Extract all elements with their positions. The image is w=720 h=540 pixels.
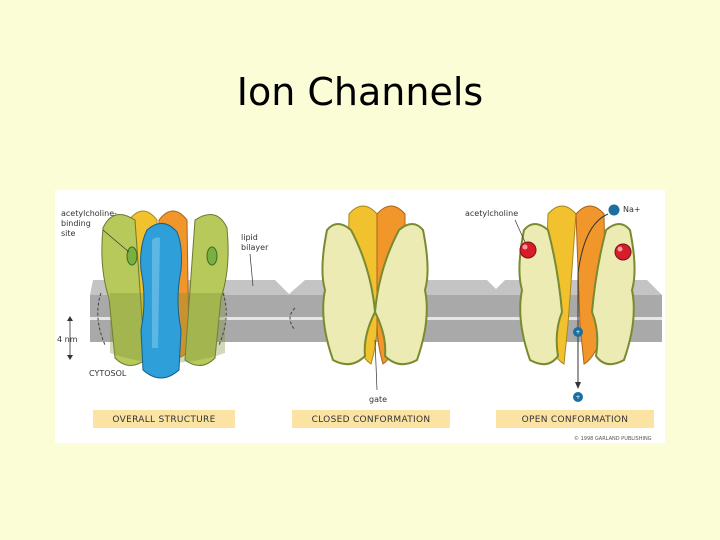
na-ion-bottom xyxy=(573,392,583,402)
label-binding-site-line2: binding xyxy=(61,219,91,228)
copyright-text: © 1998 GARLAND PUBLISHING xyxy=(574,435,652,442)
caption-overall-structure: OVERALL STRUCTURE xyxy=(112,415,215,425)
subunit-green-right xyxy=(184,214,229,366)
subunit-blue xyxy=(140,223,182,379)
ion-path-arrow xyxy=(577,213,609,386)
label-cytosol: CYTOSOL xyxy=(89,369,127,378)
panel-closed-conformation: gate CLOSED CONFORMATION xyxy=(288,205,502,428)
acetylcholine-left xyxy=(519,241,537,259)
binding-site-right xyxy=(206,246,218,266)
ion-channel-figure: acetylcholine- binding site lipid bilaye… xyxy=(55,190,665,443)
label-lipid-line2: bilayer xyxy=(241,243,269,252)
subunit-pale-right-closed xyxy=(373,223,429,366)
caption-closed-conformation: CLOSED CONFORMATION xyxy=(312,415,431,425)
panel-overall-structure: acetylcholine- binding site lipid bilaye… xyxy=(57,209,290,428)
label-binding-site-line3: site xyxy=(61,229,76,238)
na-ion-middle-sign: + xyxy=(575,329,580,336)
slide-title: Ion Channels xyxy=(236,70,484,114)
label-lipid-line1: lipid xyxy=(241,233,258,242)
label-gate: gate xyxy=(369,395,387,404)
na-ion-middle xyxy=(573,327,583,337)
label-acetylcholine: acetylcholine xyxy=(465,209,518,218)
label-4nm: 4 nm xyxy=(57,335,78,344)
na-ion-bottom-sign: + xyxy=(575,394,580,401)
subunit-pale-left-open xyxy=(518,223,564,366)
label-na-ion: Na+ xyxy=(623,205,641,214)
scale-4nm: 4 nm xyxy=(57,316,78,360)
binding-site-left xyxy=(126,246,138,266)
panel-open-conformation: acetylcholine Na+ + + OPEN CONFORMATION … xyxy=(465,204,662,442)
caption-open-conformation: OPEN CONFORMATION xyxy=(522,415,629,425)
na-ion-top xyxy=(608,204,620,216)
label-binding-site-line1: acetylcholine- xyxy=(61,209,117,218)
acetylcholine-right xyxy=(614,243,632,261)
